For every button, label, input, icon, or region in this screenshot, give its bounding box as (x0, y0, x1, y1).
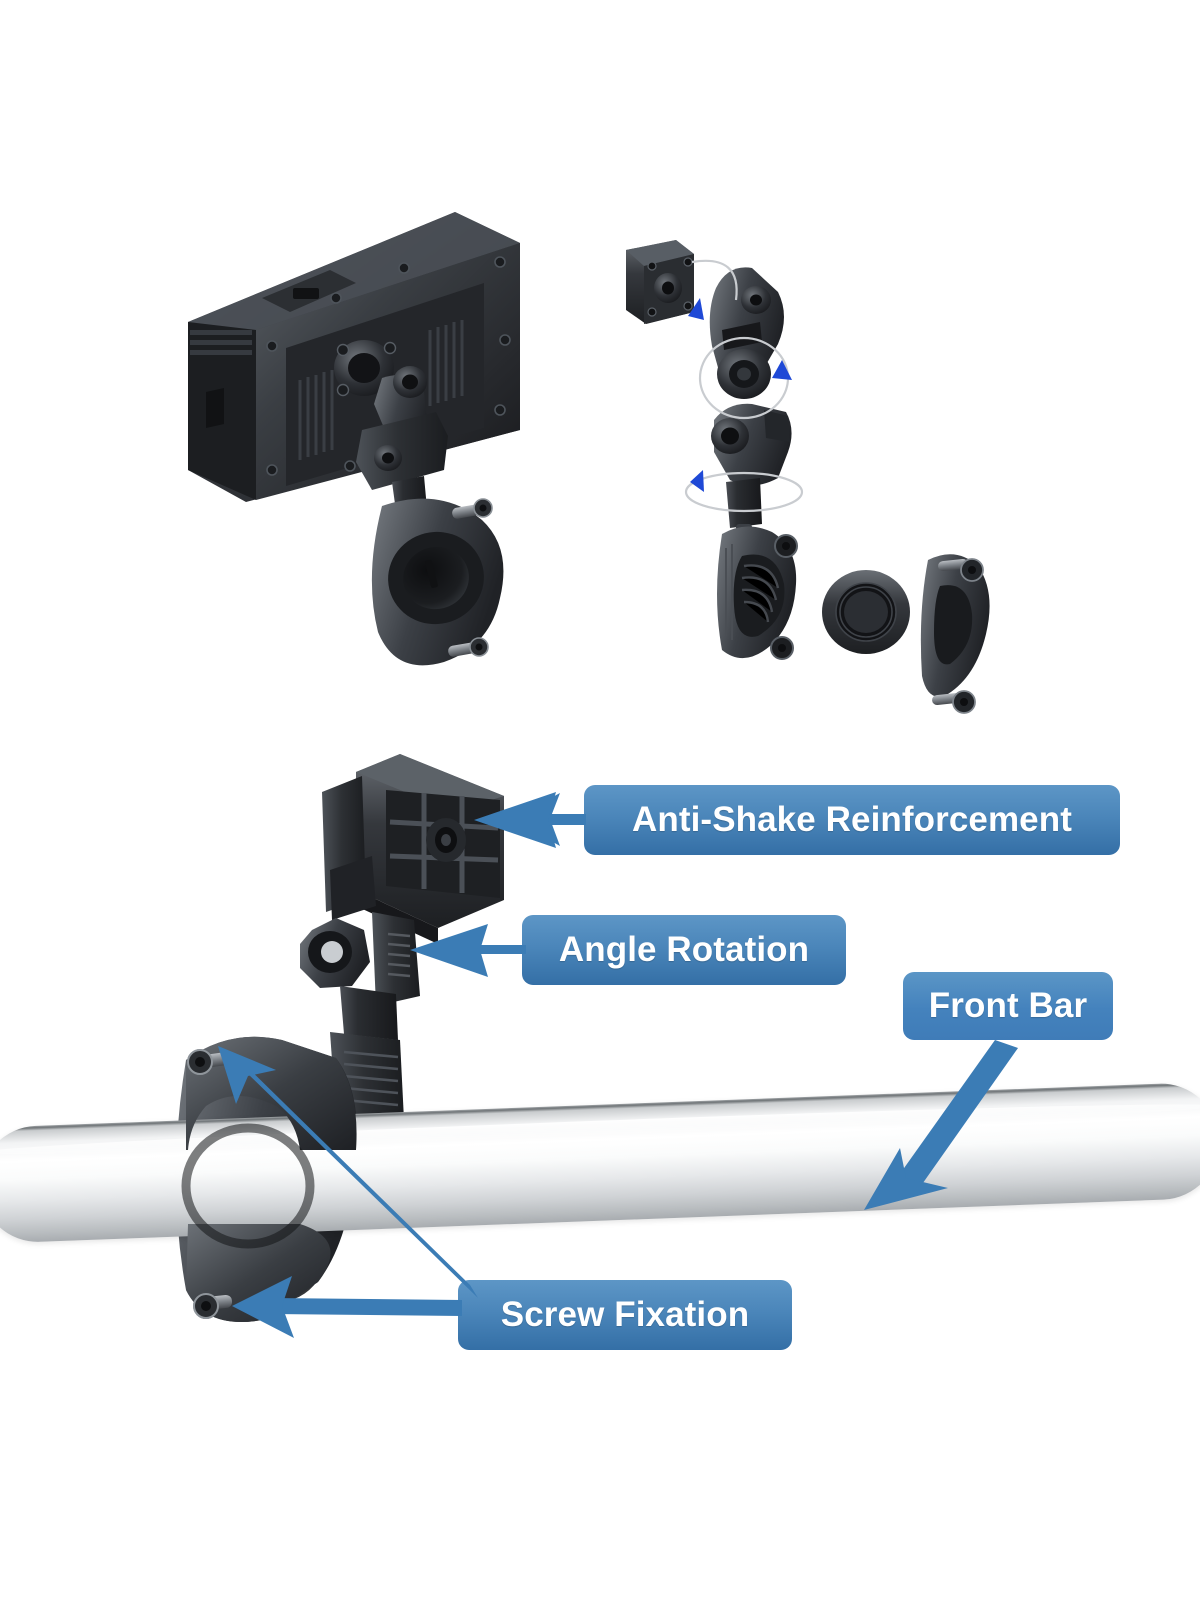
callout-screw-fixation[interactable]: Screw Fixation (458, 1280, 792, 1350)
scene-monitor-on-mount (188, 212, 520, 666)
callout-label-text: Angle Rotation (558, 930, 810, 969)
callout-label-text: Anti-Shake Reinforcement (632, 800, 1072, 839)
rubber-sleeve (822, 570, 910, 654)
callout-label-text: Screw Fixation (500, 1295, 750, 1334)
callout-front-bar[interactable]: Front Bar (903, 972, 1113, 1040)
callout-label-text: Front Bar (928, 986, 1088, 1025)
anti-shake-backing-plate (322, 754, 504, 944)
tilt-arm (709, 267, 784, 399)
handlebar-clamp-ring (371, 498, 504, 666)
scene-exploded-assembly (626, 240, 990, 714)
arrow-screw-upper (218, 1046, 478, 1298)
arrow-anti-shake (474, 792, 586, 848)
clamp-screw-top (452, 498, 493, 519)
arrow-front-bar (864, 1040, 1018, 1210)
clamp-half-ribbed (717, 526, 798, 660)
callout-anti-shake-reinforcement[interactable]: Anti-Shake Reinforcement (584, 785, 1120, 855)
clamp-screw-upper-front (187, 1049, 229, 1075)
arrow-angle-rotation (410, 924, 526, 977)
arrow-screw-lower (232, 1276, 462, 1338)
callout-angle-rotation[interactable]: Angle Rotation (522, 915, 846, 985)
quick-release-plate (626, 240, 694, 324)
rotation-arrowheads (688, 298, 792, 492)
clamp-half-screws (920, 554, 990, 714)
clamp-screw-bottom (448, 637, 489, 657)
hex-pivot-joint (300, 912, 420, 1040)
clamp-screw-lower-front (193, 1293, 233, 1319)
